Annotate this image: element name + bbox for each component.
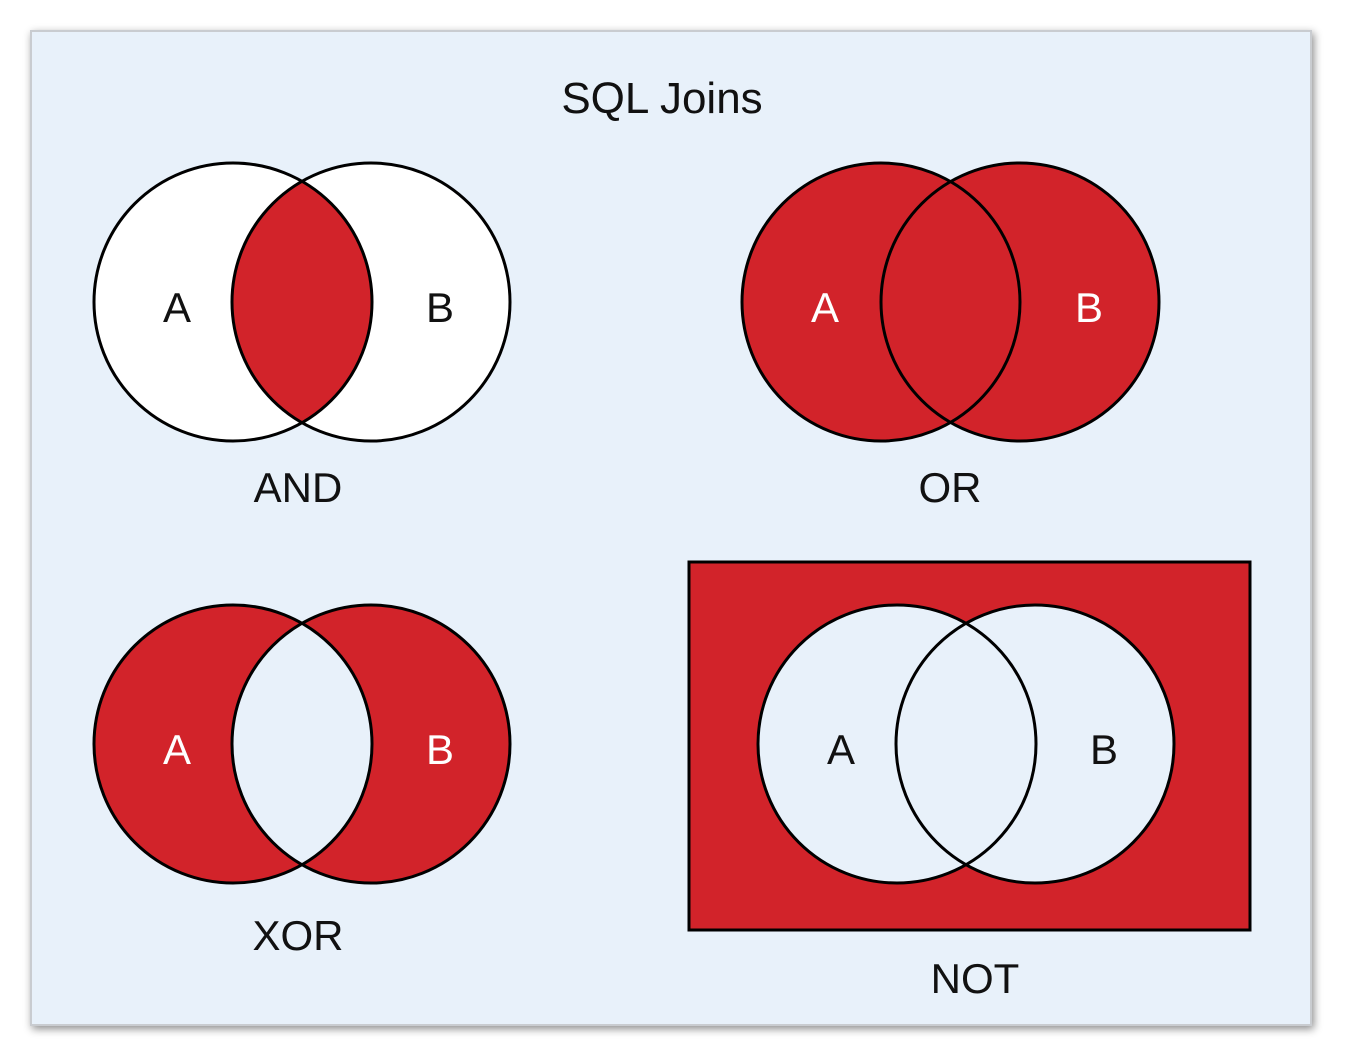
xor-venn: A B XOR xyxy=(92,603,512,959)
diagram-title: SQL Joins xyxy=(561,74,762,123)
xor-label-a: A xyxy=(163,726,191,773)
xor-caption: XOR xyxy=(252,912,343,959)
not-label-b: B xyxy=(1090,726,1118,773)
not-label-a: A xyxy=(827,726,855,773)
not-caption: NOT xyxy=(931,955,1020,1002)
and-label-b: B xyxy=(426,284,454,331)
not-venn: A B NOT xyxy=(687,560,1252,1002)
and-venn: A B AND xyxy=(92,161,512,511)
and-caption: AND xyxy=(254,464,343,511)
xor-label-b: B xyxy=(426,726,454,773)
or-caption: OR xyxy=(919,464,982,511)
or-label-b: B xyxy=(1075,284,1103,331)
and-label-a: A xyxy=(163,284,191,331)
or-venn: A B OR xyxy=(740,161,1161,511)
or-label-a: A xyxy=(811,284,839,331)
